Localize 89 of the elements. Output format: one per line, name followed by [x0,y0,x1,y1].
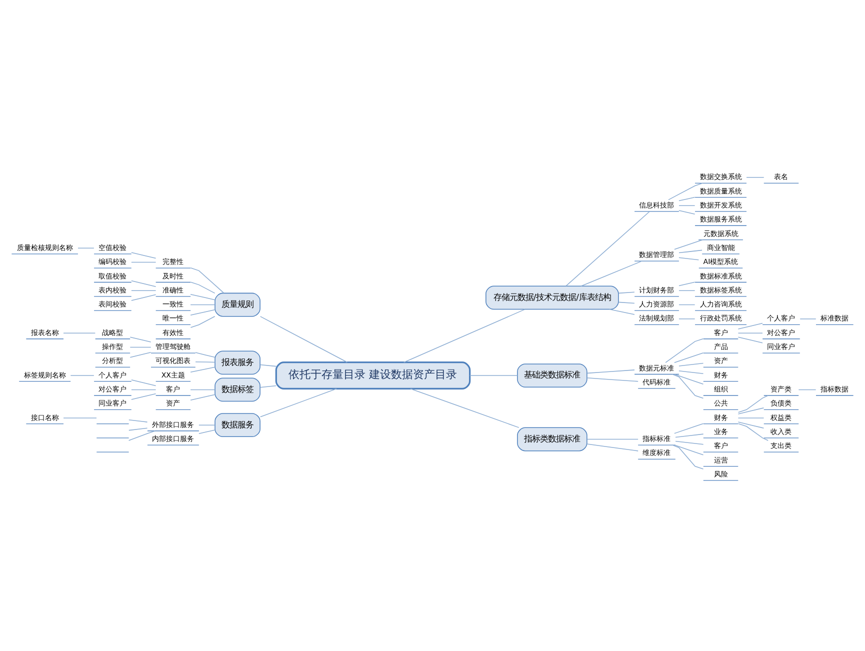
node-bar [96,451,130,452]
connector [738,407,764,414]
connector [678,370,704,374]
node-bar [96,422,130,424]
connector [674,238,704,250]
connector [738,336,763,343]
connector [678,204,696,206]
connector [678,304,696,305]
node-box: 存储元数据/技术元数据/库表结构 [486,285,619,310]
connector [190,267,224,293]
connector [738,322,763,329]
connector [131,261,156,262]
node-box: 报表服务 [214,350,260,374]
connector [674,373,704,384]
node-box: 数据标签 [214,377,260,402]
connector [198,429,216,434]
connector [130,336,152,342]
node-bar [96,437,130,438]
connector [800,318,816,319]
connector [131,378,156,386]
connector [190,366,216,372]
connector [566,210,650,286]
connector [738,422,768,440]
connector [63,332,96,333]
connector [674,422,704,434]
connector [131,392,156,400]
connector [195,352,216,358]
connector [190,293,216,300]
connector [675,433,704,438]
connector [678,256,700,260]
connector [665,338,704,362]
connector [678,362,704,366]
connector [586,443,638,451]
connector [738,394,768,412]
connector [130,352,152,358]
node-box: 质量规则 [214,292,260,316]
connector [260,316,348,362]
connector [410,388,520,428]
connector [580,260,642,286]
connector [674,444,704,455]
connector [678,196,696,201]
connector [586,369,635,374]
connector [128,430,156,440]
connector [195,360,216,362]
connector [618,291,635,294]
connector [131,252,156,258]
connector [618,301,635,304]
connector [198,424,216,425]
connector [469,374,518,376]
connector [63,417,97,418]
connector [738,332,763,333]
connector [678,249,702,253]
connector [586,438,638,440]
connector [678,318,696,319]
connector [672,373,704,398]
connector [130,346,152,348]
connector [586,377,638,382]
connector [190,388,216,390]
connector [403,308,526,362]
connector [608,308,635,314]
node-box: 基础类数据标准 [517,363,588,387]
connector [678,281,696,286]
connector [738,421,764,428]
connector [260,364,276,366]
connector [131,280,156,286]
connector [668,182,704,200]
connector [131,388,156,390]
connector [128,427,148,430]
node-box: 数据服务 [214,412,260,437]
connector [672,444,704,469]
connector [738,417,764,418]
connector [190,315,216,328]
connector [70,374,94,376]
connector [260,384,276,388]
connector [260,388,337,417]
node-box: 指标类数据标准 [517,426,588,451]
connector [675,440,704,444]
connector [128,418,148,422]
connector [190,304,216,305]
connector [674,352,704,363]
node-box: 依托于存量目录 建设数据资产目录 [275,361,471,390]
connector [190,394,216,400]
connector [678,210,696,214]
connector [78,247,94,248]
connector [746,176,764,178]
connector [190,281,216,294]
connector [190,308,216,316]
connector [798,388,816,390]
connector [131,294,156,300]
